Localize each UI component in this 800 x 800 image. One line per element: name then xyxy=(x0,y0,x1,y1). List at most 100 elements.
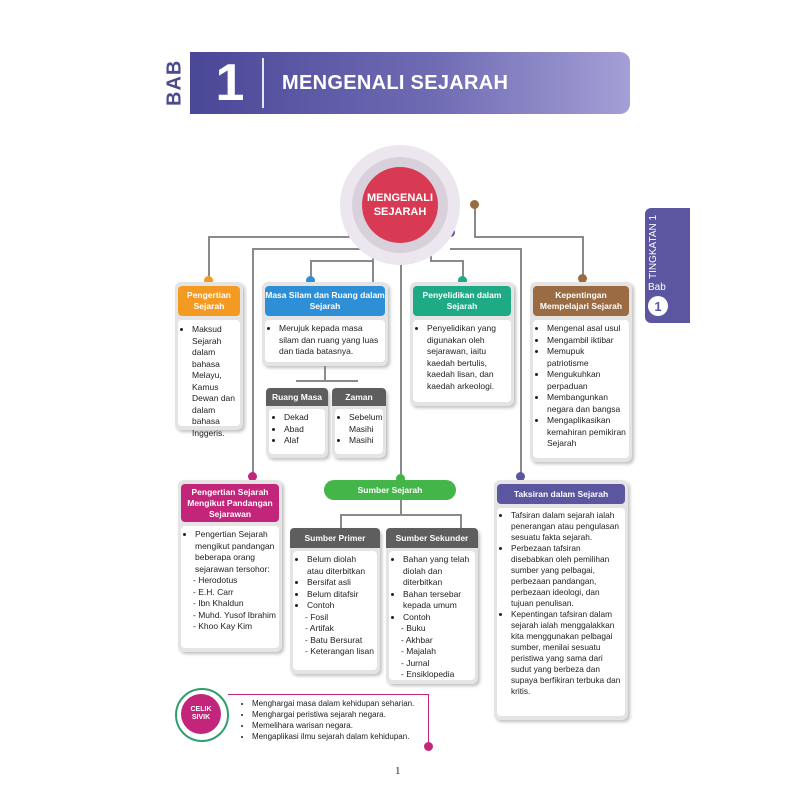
connector-dot xyxy=(470,200,479,209)
kepentingan-body: Mengenal asal usul Mengambil iktibar Mem… xyxy=(535,323,627,450)
list-item: Pengertian Sejarah mengikut pandangan be… xyxy=(195,529,277,575)
connector xyxy=(430,260,462,262)
connector xyxy=(582,236,584,280)
list-item: Alaf xyxy=(284,435,309,447)
pengertian-body: Maksud Sejarah dalam bahasa Melayu, Kamu… xyxy=(180,324,238,439)
masa-body-bg xyxy=(265,320,385,362)
example-item: Majalah xyxy=(401,646,473,658)
example-item: Jurnal xyxy=(401,658,473,670)
historian-name: Khoo Kay Kim xyxy=(193,621,277,633)
connector-dot xyxy=(204,276,213,285)
connector xyxy=(462,260,464,282)
list-item: Memelihara warisan negara. xyxy=(252,720,440,731)
example-item: Buku xyxy=(401,623,473,635)
chapter-number: 1 xyxy=(215,54,245,112)
connector-dot xyxy=(248,472,257,481)
connector xyxy=(208,236,348,238)
list-item: Kepentingan tafsiran dalam sejarah ialah… xyxy=(511,609,623,697)
pengertian-title: Pengertian Sejarah xyxy=(178,286,240,316)
connector xyxy=(450,248,522,250)
connector xyxy=(340,514,460,516)
connector xyxy=(474,204,476,238)
list-item: Mengaplikasikan kemahiran pemikiran Seja… xyxy=(547,415,627,450)
sumber-title: Sumber Sejarah xyxy=(324,480,456,500)
list-item: Bahan tersebar kepada umum xyxy=(403,589,473,612)
example-item: Ensiklopedia xyxy=(401,669,473,681)
example-item: Akhbar xyxy=(401,635,473,647)
civic-border xyxy=(428,694,429,746)
center-circle xyxy=(362,167,438,243)
list-item: Bersifat asli xyxy=(307,577,375,589)
connector xyxy=(520,248,522,476)
list-item: Mengukuhkan perpaduan xyxy=(547,369,627,392)
penyelidikan-body-bg xyxy=(413,320,511,402)
historian-name: E.H. Carr xyxy=(193,587,277,599)
connector xyxy=(324,366,326,380)
side-tab-level: TINGKATAN 1 xyxy=(648,214,659,280)
list-item: Menghargai masa dalam kehidupan seharian… xyxy=(252,698,440,709)
list-item: Dekad xyxy=(284,412,309,424)
page-number: 1 xyxy=(395,765,401,777)
zaman-title: Zaman xyxy=(332,388,386,406)
connector xyxy=(252,248,254,478)
side-tab-bab: Bab xyxy=(648,282,666,293)
connector xyxy=(400,258,402,480)
historian-name: Muhd. Yusof Ibrahim xyxy=(193,610,277,622)
list-item: Menghargai peristiwa sejarah negara. xyxy=(252,709,440,720)
connector-dot xyxy=(516,472,525,481)
list-item: Memupuk patriotisme xyxy=(547,346,627,369)
list-item: Mengenal asal usul xyxy=(547,323,627,335)
pandangan-title: Pengertian Sejarah Mengikut Pandangan Se… xyxy=(181,484,279,522)
connector-dot xyxy=(424,742,433,751)
connector xyxy=(310,260,312,282)
connector-dot xyxy=(396,474,405,483)
chapter-title: MENGENALI SEJARAH xyxy=(282,71,509,94)
list-item: Membangunkan negara dan bangsa xyxy=(547,392,627,415)
list-item: Sebelum Masihi xyxy=(349,412,383,435)
list-item: Maksud Sejarah dalam bahasa Melayu, Kamu… xyxy=(192,324,238,439)
connector xyxy=(372,248,374,282)
taksiran-body-bg xyxy=(497,508,625,716)
connector-dot xyxy=(306,276,315,285)
civic-border xyxy=(228,694,428,695)
sumber-sekunder-title: Sumber Sekunder xyxy=(386,528,478,548)
connector xyxy=(296,380,358,382)
connector xyxy=(460,514,462,528)
center-title: MENGENALI SEJARAH xyxy=(367,192,433,218)
list-item: Tafsiran dalam sejarah ialah penerangan … xyxy=(511,510,623,543)
list-item: Bahan yang telah diolah dan diterbitkan xyxy=(403,554,473,589)
kepentingan-body-bg xyxy=(533,320,629,458)
list-item: Belum ditafsir xyxy=(307,589,375,601)
example-item: Batu Bersurat xyxy=(305,635,375,647)
list-item: Perbezaan tafsiran disebabkan oleh pemil… xyxy=(511,543,623,609)
list-item: Contoh xyxy=(403,612,473,624)
sumber-primer-body: Belum diolah atau diterbitkan Bersifat a… xyxy=(295,554,375,658)
connector xyxy=(208,236,210,282)
sumber-primer-title: Sumber Primer xyxy=(290,528,380,548)
banner-divider xyxy=(262,58,264,108)
kepentingan-title: Kepentingan Mempelajari Sejarah xyxy=(533,286,629,316)
sumber-sekunder-body: Bahan yang telah diolah dan diterbitkan … xyxy=(391,554,473,681)
connector xyxy=(252,248,372,250)
list-item: Abad xyxy=(284,424,309,436)
zaman-body: Sebelum Masihi Masihi xyxy=(337,412,383,447)
penyelidikan-title: Penyelidikan dalam Sejarah xyxy=(413,286,511,316)
connector-dot xyxy=(458,276,467,285)
taksiran-body: Tafsiran dalam sejarah ialah penerangan … xyxy=(499,510,623,697)
connector xyxy=(310,260,372,262)
civic-list: Menghargai masa dalam kehidupan seharian… xyxy=(240,698,440,742)
example-item: Keterangan lisan xyxy=(305,646,375,658)
list-item: Mengambil iktibar xyxy=(547,335,627,347)
penyelidikan-body: Penyelidikan yang digunakan oleh sejaraw… xyxy=(415,323,509,392)
celik-sivik-label: CELIK SIVIK xyxy=(181,694,221,734)
ruang-masa-title: Ruang Masa xyxy=(266,388,328,406)
pandangan-body: Pengertian Sejarah mengikut pandangan be… xyxy=(183,529,277,633)
connector xyxy=(340,514,342,528)
side-tab-number: 1 xyxy=(648,296,668,316)
ruang-masa-body-bg xyxy=(269,409,325,454)
list-item: Belum diolah atau diterbitkan xyxy=(307,554,375,577)
list-item: Masihi xyxy=(349,435,383,447)
zaman-body-bg xyxy=(335,409,383,454)
connector xyxy=(400,500,402,514)
list-item: Contoh xyxy=(307,600,375,612)
